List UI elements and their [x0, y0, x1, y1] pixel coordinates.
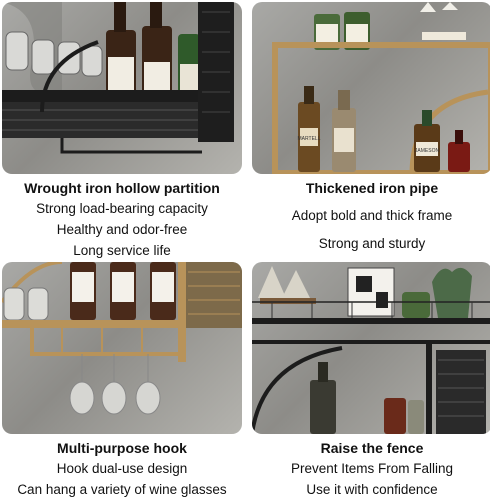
- feature-line: Hook dual-use design: [56, 461, 188, 476]
- feature-line: Can hang a variety of wine glasses: [17, 482, 227, 497]
- panel-title: Thickened iron pipe: [305, 180, 439, 196]
- feature-line: Strong load-bearing capacity: [36, 201, 208, 216]
- pipe-photo: MARTELL JAMESON: [252, 2, 490, 174]
- panel-title: Multi-purpose hook: [57, 440, 187, 456]
- feature-panel-hook: Multi-purpose hook Hook dual-use design …: [2, 262, 242, 502]
- partition-caption: Wrought iron hollow partition Strong loa…: [2, 178, 242, 261]
- pipe-caption: Thickened iron pipe Adopt bold and thick…: [252, 178, 490, 254]
- feature-line: Adopt bold and thick frame: [291, 208, 453, 223]
- feature-line: Prevent Items From Falling: [290, 461, 454, 476]
- feature-line: Strong and sturdy: [318, 236, 426, 251]
- panel-title: Raise the fence: [320, 440, 424, 456]
- hook-photo: [2, 262, 242, 434]
- fence-photo: [252, 262, 490, 434]
- partition-photo: [2, 2, 242, 174]
- hook-caption: Multi-purpose hook Hook dual-use design …: [2, 438, 242, 500]
- bottle-label-text: MARTELL: [298, 136, 321, 142]
- feature-line: Long service life: [73, 243, 171, 258]
- fence-caption: Raise the fence Prevent Items From Falli…: [252, 438, 490, 500]
- feature-panel-fence: Raise the fence Prevent Items From Falli…: [252, 262, 490, 502]
- bottle-label-text: JAMESON: [415, 148, 440, 154]
- feature-panel-partition: Wrought iron hollow partition Strong loa…: [2, 2, 242, 258]
- feature-panel-pipe: MARTELL JAMESON Thickened iron pipe Adop…: [252, 2, 490, 251]
- feature-line: Use it with confidence: [306, 482, 438, 497]
- panel-title: Wrought iron hollow partition: [24, 180, 220, 196]
- feature-line: Healthy and odor-free: [56, 222, 188, 237]
